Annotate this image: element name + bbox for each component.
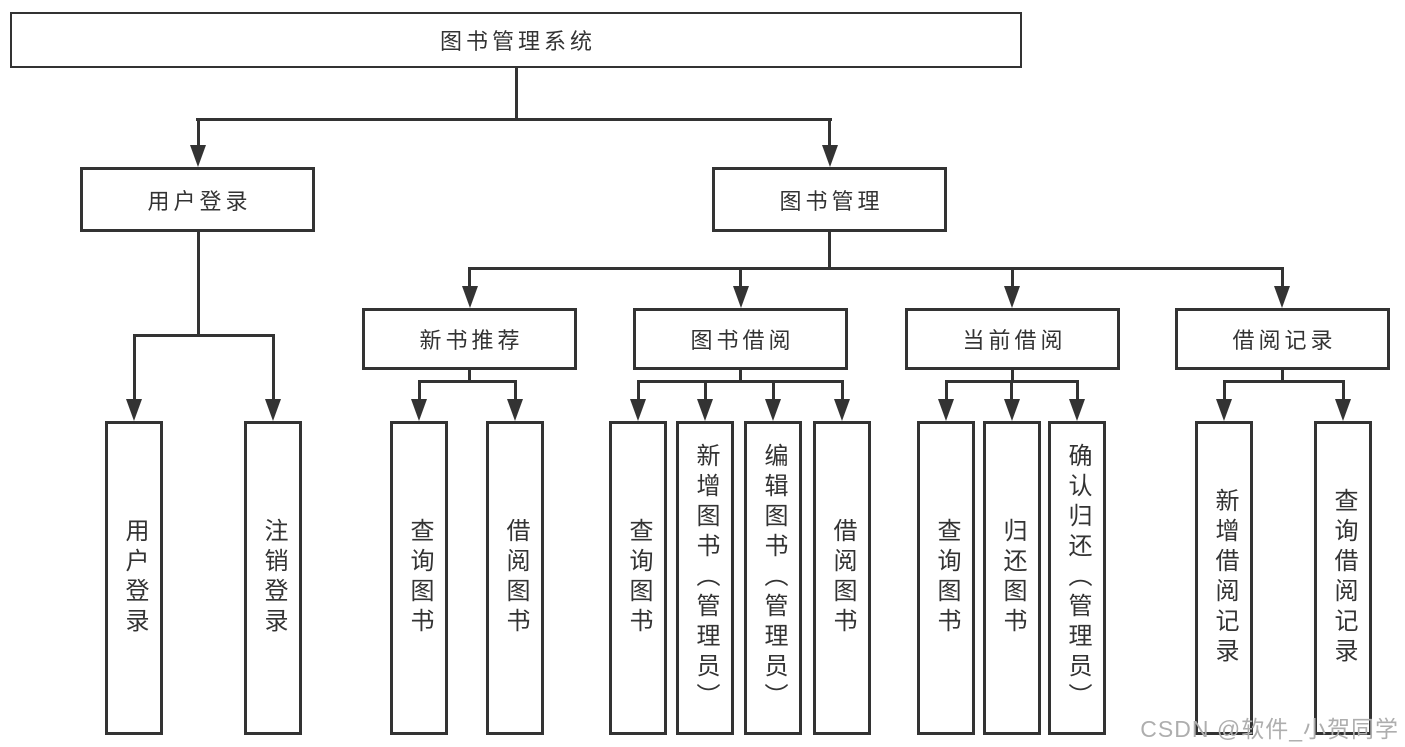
connector-line: [772, 383, 775, 399]
leaf-borrow-books-recommend: 借阅图书: [486, 421, 544, 735]
arrowhead-down-icon: [697, 399, 713, 421]
connector-line: [197, 120, 200, 148]
node-label: 图书借阅: [690, 328, 795, 353]
connector-line: [945, 383, 948, 399]
leaf-borrow-books: 借阅图书: [813, 421, 871, 735]
connector-line: [468, 267, 1284, 270]
connector-line: [637, 383, 640, 399]
connector-line: [637, 380, 844, 383]
leaf-label: 查询图书: [625, 518, 652, 638]
node-current-borrowing: 当前借阅: [905, 308, 1120, 370]
leaf-query-books-recommend: 查询图书: [390, 421, 448, 735]
connector-line: [272, 336, 275, 400]
arrowhead-down-icon: [765, 399, 781, 421]
arrowhead-down-icon: [938, 399, 954, 421]
arrowhead-down-icon: [630, 399, 646, 421]
connector-line: [828, 232, 831, 270]
leaf-user-login: 用户登录: [105, 421, 163, 735]
connector-line: [1011, 270, 1014, 286]
leaf-logout: 注销登录: [244, 421, 302, 735]
connector-line: [704, 383, 707, 399]
node-label: 当前借阅: [962, 328, 1067, 353]
leaf-label: 编辑图书（管理员）: [760, 443, 787, 713]
arrowhead-down-icon: [411, 399, 427, 421]
connector-line: [418, 380, 517, 383]
arrowhead-down-icon: [1216, 399, 1232, 421]
node-label: 新书推荐: [419, 328, 524, 353]
connector-line: [514, 383, 517, 399]
leaf-query-borrow-record: 查询借阅记录: [1314, 421, 1372, 735]
connector-line: [1223, 383, 1226, 399]
arrowhead-down-icon: [1004, 286, 1020, 308]
connector-line: [1223, 380, 1345, 383]
node-book-management: 图书管理: [712, 167, 947, 232]
leaf-label: 新增图书（管理员）: [692, 443, 719, 713]
leaf-edit-books-admin: 编辑图书（管理员）: [744, 421, 802, 735]
node-label: 图书管理系统: [439, 29, 596, 54]
node-label: 借阅记录: [1232, 328, 1337, 353]
arrowhead-down-icon: [733, 286, 749, 308]
node-borrowing-records: 借阅记录: [1175, 308, 1390, 370]
leaf-label: 借阅图书: [502, 518, 529, 638]
leaf-label: 查询借阅记录: [1330, 488, 1357, 668]
connector-line: [1281, 370, 1284, 383]
node-new-book-recommendation: 新书推荐: [362, 308, 577, 370]
leaf-label: 新增借阅记录: [1211, 488, 1238, 668]
arrowhead-down-icon: [507, 399, 523, 421]
connector-line: [196, 118, 832, 121]
leaf-add-books-admin: 新增图书（管理员）: [676, 421, 734, 735]
connector-line: [739, 270, 742, 286]
arrowhead-down-icon: [1274, 286, 1290, 308]
connector-line: [133, 336, 136, 400]
arrowhead-down-icon: [1335, 399, 1351, 421]
arrowhead-down-icon: [265, 399, 281, 421]
connector-line: [1010, 383, 1013, 399]
leaf-return-books: 归还图书: [983, 421, 1041, 735]
arrowhead-down-icon: [1004, 399, 1020, 421]
connector-line: [739, 370, 742, 383]
leaf-add-borrow-record: 新增借阅记录: [1195, 421, 1253, 735]
node-book-borrowing: 图书借阅: [633, 308, 848, 370]
leaf-confirm-return-admin: 确认归还（管理员）: [1048, 421, 1106, 735]
connector-line: [133, 334, 275, 337]
arrowhead-down-icon: [462, 286, 478, 308]
connector-line: [515, 68, 518, 121]
connector-line: [1076, 383, 1079, 399]
leaf-label: 查询图书: [933, 518, 960, 638]
leaf-label: 用户登录: [121, 518, 148, 638]
csdn-watermark: CSDN @软件_小贺同学: [1140, 716, 1399, 742]
node-label: 用户登录: [147, 188, 252, 214]
arrowhead-down-icon: [1069, 399, 1085, 421]
arrowhead-down-icon: [126, 399, 142, 421]
arrowhead-down-icon: [834, 399, 850, 421]
connector-line: [468, 270, 471, 286]
connector-line: [418, 383, 421, 399]
leaf-label: 借阅图书: [829, 518, 856, 638]
leaf-label: 归还图书: [999, 518, 1026, 638]
connector-line: [828, 120, 831, 148]
node-library-management-system: 图书管理系统: [10, 12, 1022, 68]
leaf-query-books-borrow: 查询图书: [609, 421, 667, 735]
arrowhead-down-icon: [190, 145, 206, 167]
connector-line: [945, 380, 1079, 383]
connector-line: [468, 370, 471, 383]
node-label: 图书管理: [779, 188, 884, 214]
connector-line: [197, 232, 200, 336]
leaf-query-books-current: 查询图书: [917, 421, 975, 735]
leaf-label: 查询图书: [406, 518, 433, 638]
connector-line: [1281, 270, 1284, 286]
connector-line: [1342, 383, 1345, 399]
node-user-login: 用户登录: [80, 167, 315, 232]
connector-line: [841, 383, 844, 399]
leaf-label: 注销登录: [260, 518, 287, 638]
leaf-label: 确认归还（管理员）: [1064, 443, 1091, 713]
arrowhead-down-icon: [822, 145, 838, 167]
connector-line: [1011, 370, 1014, 383]
